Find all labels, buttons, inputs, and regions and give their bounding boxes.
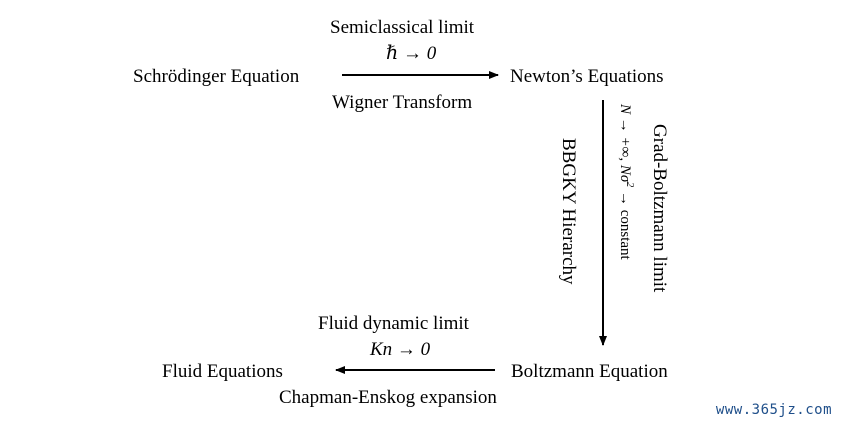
label-semiclassical-limit: Semiclassical limit xyxy=(330,17,475,38)
node-newtons-equations: Newton’s Equations xyxy=(510,66,664,87)
math-hbar-to-zero: ℏ → 0 xyxy=(386,43,437,64)
label-grad-boltzmann-limit: Grad-Boltzmann limit xyxy=(649,124,670,293)
math-n-limit-suffix: → constant xyxy=(617,187,633,260)
math-n-limit-constant: N → +∞, Nσ2 → constant xyxy=(617,104,635,260)
label-wigner-transform: Wigner Transform xyxy=(332,92,473,113)
math-kn-to-zero: Kn → 0 xyxy=(370,339,431,360)
label-fluid-dynamic-limit: Fluid dynamic limit xyxy=(318,313,469,334)
label-chapman-enskog-expansion: Chapman-Enskog expansion xyxy=(279,387,497,408)
label-bbgky-hierarchy: BBGKY Hierarchy xyxy=(558,138,579,285)
math-n-limit-prefix: N → +∞, Nσ xyxy=(617,104,633,183)
node-schrodinger-equation: Schrödinger Equation xyxy=(133,66,300,87)
watermark: www.365jz.com xyxy=(715,402,832,418)
node-fluid-equations: Fluid Equations xyxy=(162,361,283,382)
node-boltzmann-equation: Boltzmann Equation xyxy=(511,361,668,382)
